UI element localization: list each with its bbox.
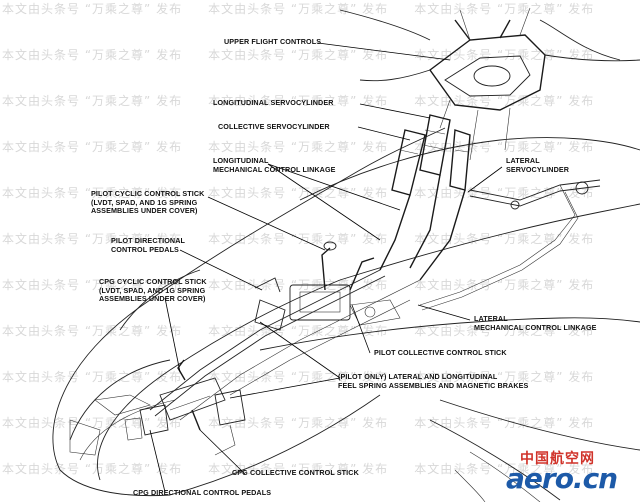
label-line: FEEL SPRING ASSEMBLIES AND MAGNETIC BRAK… [338, 380, 529, 390]
logo-chinese-text: 中国航空网 [520, 451, 595, 467]
servocylinders [379, 114, 471, 281]
label-line: CONTROL PEDALS [111, 244, 179, 254]
watermark-row: 本文由头条号 “万乘之尊” 发布 本文由头条号 “万乘之尊” 发布 本文由头条号… [2, 370, 595, 384]
label-line: LATERAL [474, 314, 508, 323]
watermark-row: 本文由头条号 “万乘之尊” 发布 本文由头条号 “万乘之尊” 发布 本文由头条号… [2, 48, 595, 62]
label-pilot-directional-pedals: PILOT DIRECTIONAL CONTROL PEDALS [111, 236, 185, 254]
label-upper-flight-controls: UPPER FLIGHT CONTROLS [224, 37, 322, 46]
canopy-frame [69, 359, 176, 461]
label-longitudinal-linkage: LONGITUDINAL MECHANICAL CONTROL LINKAGE [213, 156, 336, 174]
leader-lines [149, 42, 503, 493]
label-line: PILOT CYCLIC CONTROL STICK [91, 189, 205, 198]
fuselage-outline [52, 127, 640, 502]
label-collective-servocylinder: COLLECTIVE SERVOCYLINDER [218, 122, 330, 131]
label-line: ASSEMBLIES UNDER COVER) [91, 206, 198, 216]
label-pilot-cyclic-control-stick: PILOT CYCLIC CONTROL STICK (LVDT, SPAD, … [91, 189, 205, 216]
label-line: ASSEMBLIES UNDER COVER) [99, 294, 206, 304]
lateral-linkage [419, 179, 601, 311]
rotor-head-assembly [339, 7, 640, 161]
label-line: PILOT DIRECTIONAL [111, 236, 185, 245]
label-line: (PILOT ONLY) LATERAL AND LONGITUDINAL [338, 372, 498, 381]
watermark-row: 本文由头条号 “万乘之尊” 发布 本文由头条号 “万乘之尊” 发布 本文由头条号… [2, 2, 595, 16]
label-line: (LVDT, SPAD, AND 1G SPRING [99, 285, 206, 295]
aero-cn-logo: 中国航空网 aero.cn [484, 448, 634, 498]
cpg-controls-cluster [124, 359, 246, 456]
label-line: SERVOCYLINDER [506, 164, 570, 174]
label-cpg-collective-control-stick: CPG COLLECTIVE CONTROL STICK [232, 468, 359, 477]
label-line: MECHANICAL CONTROL LINKAGE [474, 322, 597, 332]
label-cpg-cyclic-control-stick: CPG CYCLIC CONTROL STICK (LVDT, SPAD, AN… [99, 277, 207, 304]
label-longitudinal-servocylinder: LONGITUDINAL SERVOCYLINDER [213, 98, 334, 107]
label-lateral-mechanical-linkage: LATERAL MECHANICAL CONTROL LINKAGE [474, 314, 597, 332]
label-line: LONGITUDINAL [213, 156, 269, 165]
pilot-controls-cluster [254, 241, 401, 331]
label-cpg-directional-pedals: CPG DIRECTIONAL CONTROL PEDALS [133, 488, 272, 497]
label-line: CPG CYCLIC CONTROL STICK [99, 277, 207, 286]
label-feel-spring-assemblies: (PILOT ONLY) LATERAL AND LONGITUDINAL FE… [338, 372, 529, 390]
label-pilot-collective-control-stick: PILOT COLLECTIVE CONTROL STICK [374, 348, 507, 357]
label-line: (LVDT, SPAD, AND 1G SPRING [91, 197, 198, 207]
label-line: MECHANICAL CONTROL LINKAGE [213, 164, 336, 174]
watermark-row: 本文由头条号 “万乘之尊” 发布 本文由头条号 “万乘之尊” 发布 本文由头条号… [2, 232, 595, 246]
label-lateral-servocylinder: LATERAL SERVOCYLINDER [506, 156, 570, 174]
label-line: LATERAL [506, 156, 540, 165]
floor-control-rods [149, 269, 421, 421]
watermark-row: 本文由头条号 “万乘之尊” 发布 本文由头条号 “万乘之尊” 发布 本文由头条号… [2, 94, 595, 108]
logo-english-text: aero.cn [506, 462, 618, 495]
